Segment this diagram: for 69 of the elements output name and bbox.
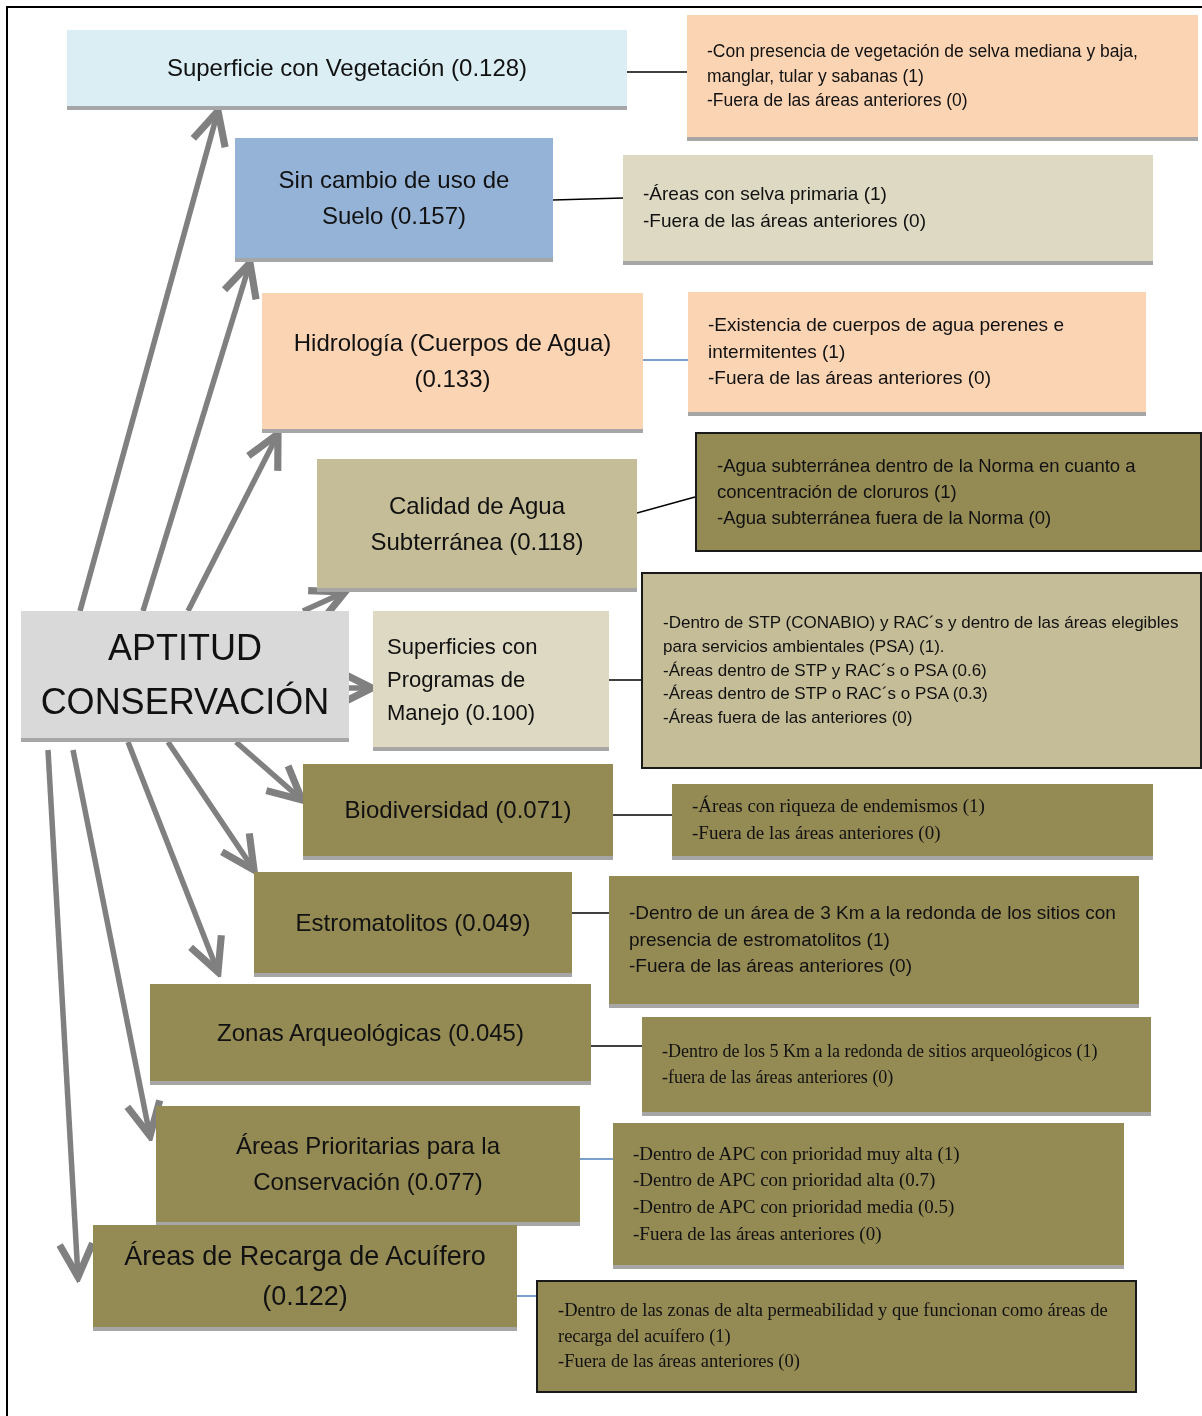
description-box — [687, 15, 1198, 141]
description-text: -Áreas con riqueza de endemismos (1) — [692, 794, 985, 819]
connector-line — [552, 197, 624, 201]
criterion-box — [317, 459, 637, 592]
criterion-label: Biodiversidad (0.071) — [344, 795, 572, 825]
connector-line — [571, 912, 610, 914]
description-text: -Fuera de las áreas anteriores (0) — [633, 1221, 882, 1246]
description-text: -Dentro de un área de 3 Km a la redonda de los sitios con presencia de estromatolitos (1) — [629, 901, 1117, 952]
criterion-box — [373, 611, 609, 751]
description-text: -Áreas fuera de las anteriores (0) — [663, 707, 913, 730]
root-box — [21, 611, 349, 742]
arrow — [165, 740, 258, 874]
description-box — [695, 432, 1202, 552]
criterion-label: Hidrología (Cuerpos de Agua) (0.133) — [292, 328, 613, 394]
criterion-box — [254, 872, 572, 977]
criterion-box — [150, 984, 591, 1085]
description-text: -Dentro de STP (CONABIO) y RAC´s y dentro de las áreas elegibles para servicios ambientales (PSA) (1). — [663, 612, 1180, 658]
criterion-box — [156, 1106, 580, 1226]
criterion-box — [262, 293, 643, 433]
criterion-box — [235, 138, 553, 262]
description-text: -Fuera de las áreas anteriores (0) — [558, 1350, 800, 1374]
connector-line — [636, 496, 696, 514]
criterion-label: Áreas Prioritarias para la Conservación (0.077) — [234, 1131, 502, 1197]
criterion-label: Zonas Arqueológicas (0.045) — [217, 1017, 524, 1048]
description-box — [623, 155, 1153, 265]
description-box — [642, 1017, 1151, 1116]
connector-line — [608, 679, 642, 681]
connector-line — [642, 359, 689, 361]
root-label: APTITUD CONSERVACIÓN — [39, 625, 331, 724]
description-box — [609, 876, 1139, 1008]
criterion-label: Sin cambio de uso de Suelo (0.157) — [277, 165, 511, 231]
connector-line — [579, 1158, 614, 1160]
arrow — [70, 749, 164, 1140]
description-text: -fuera de las áreas anteriores (0) — [662, 1065, 894, 1089]
description-text: -Áreas dentro de STP y RAC´s o PSA (0.6) — [663, 659, 987, 682]
description-text: -Existencia de cuerpos de agua perenes e intermitentes (1) — [708, 313, 1065, 364]
criterion-label: Áreas de Recarga de Acuífero (0.122) — [123, 1239, 487, 1313]
connector-line — [626, 71, 688, 73]
description-text: -Dentro de los 5 Km a la redonda de sitios arqueológicos (1) — [662, 1040, 1098, 1064]
connector-line — [590, 1045, 643, 1047]
connector-line — [516, 1295, 537, 1297]
description-text: -Dentro de APC con prioridad muy alta (1) — [633, 1141, 960, 1166]
description-box — [672, 784, 1153, 860]
description-text: -Dentro de las zonas de alta permeabilidad y que funcionan como áreas de recarga del acuífero (1) — [558, 1298, 1109, 1348]
description-text: -Dentro de APC con prioridad alta (0.7) — [633, 1168, 936, 1193]
description-text: -Con presencia de vegetación de selva mediana y baja, manglar, tular y sabanas (1) — [707, 40, 1139, 88]
description-text: -Fuera de las áreas anteriores (0) — [629, 954, 912, 979]
connector-line — [612, 814, 673, 816]
description-text: -Áreas dentro de STP o RAC´s o PSA (0.3) — [663, 683, 988, 706]
description-text: -Áreas con selva primaria (1) — [643, 182, 887, 207]
description-text: -Agua subterránea dentro de la Norma en cuanto a concentración de cloruros (1) — [717, 454, 1137, 505]
description-box — [641, 572, 1202, 769]
description-text: -Fuera de las áreas anteriores (0) — [643, 209, 926, 233]
criterion-label: Superficies con Programas de Manejo (0.100) — [387, 632, 539, 727]
criterion-box — [303, 764, 613, 860]
description-text: -Fuera de las áreas anteriores (0) — [707, 89, 968, 113]
criterion-label: Calidad de Agua Subterránea (0.118) — [369, 490, 585, 557]
description-text: -Agua subterránea fuera de la Norma (0) — [717, 505, 1052, 530]
criterion-label: Estromatolitos (0.049) — [295, 907, 531, 938]
description-text: -Fuera de las áreas anteriores (0) — [692, 821, 941, 845]
description-text: -Dentro de APC con prioridad media (0.5) — [633, 1195, 955, 1219]
description-box — [613, 1123, 1124, 1269]
description-box — [688, 292, 1146, 416]
description-text: -Fuera de las áreas anteriores (0) — [708, 366, 991, 391]
description-box — [536, 1280, 1137, 1393]
criterion-label: Superficie con Vegetación (0.128) — [166, 53, 528, 83]
criterion-box — [67, 30, 627, 110]
arrow — [125, 741, 225, 976]
criterion-box — [93, 1225, 517, 1331]
